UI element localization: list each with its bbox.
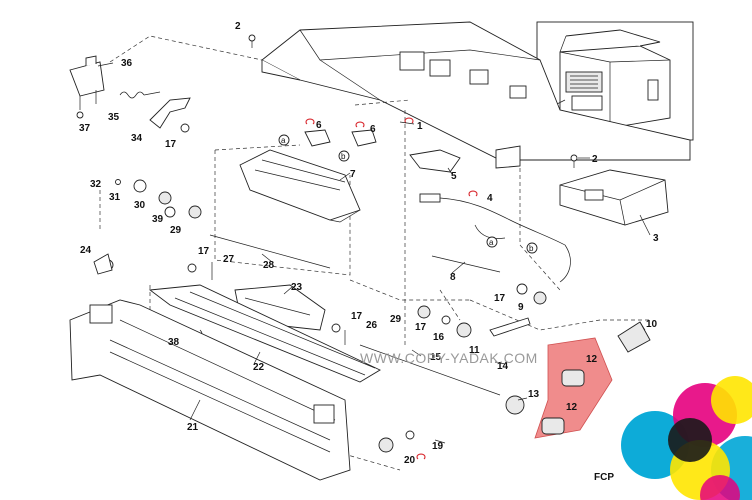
label-30: 30: [134, 200, 146, 211]
label-6-b: 6: [370, 124, 376, 135]
label-8: 8: [450, 272, 456, 283]
label-19: 19: [432, 441, 444, 452]
label-3: 3: [653, 233, 659, 244]
label-1: 1: [417, 121, 423, 132]
label-37: 37: [79, 123, 91, 134]
red-arrow-markers: [305, 117, 478, 460]
label-17-b: 17: [198, 246, 210, 257]
label-2-top: 2: [235, 21, 241, 32]
label-39: 39: [152, 214, 164, 225]
part-6-clamps: [278, 129, 377, 162]
part-21-frame: [69, 299, 351, 481]
label-10: 10: [646, 319, 658, 330]
screw-32: [115, 179, 121, 185]
label-5: 5: [451, 171, 457, 182]
label-26: 26: [366, 320, 378, 331]
leader-lines: [97, 62, 651, 444]
label-38: 38: [168, 337, 180, 348]
label-17-d: 17: [351, 311, 363, 322]
part-5-bracket: [409, 149, 461, 173]
screw-2-right: [570, 154, 578, 168]
label-17-c: 17: [494, 293, 506, 304]
label-4: 4: [487, 193, 493, 204]
label-17-e: 17: [415, 322, 427, 333]
label-20: 20: [404, 455, 416, 466]
screw-2-top: [248, 34, 256, 48]
small-rollers: [102, 179, 547, 453]
label-28: 28: [263, 260, 275, 271]
callout-a-1: a: [281, 136, 286, 145]
corner-code: FCP: [594, 472, 614, 483]
label-15: 15: [430, 352, 442, 363]
part-24-bracket: [93, 253, 113, 275]
cmyk-logo: [621, 376, 752, 500]
label-7: 7: [350, 169, 356, 180]
label-27: 27: [223, 254, 235, 265]
label-36: 36: [121, 58, 133, 69]
callout-letters: a b a b: [281, 136, 534, 253]
label-32: 32: [90, 179, 102, 190]
label-12-a: 12: [586, 354, 598, 365]
main-frame: [261, 21, 691, 169]
part-4-harness: [419, 193, 571, 283]
label-35: 35: [108, 112, 120, 123]
label-9: 9: [518, 302, 524, 313]
label-22: 22: [253, 362, 265, 373]
label-24: 24: [80, 245, 92, 256]
part-9-arm: [489, 317, 531, 337]
callout-b-1: b: [341, 152, 346, 161]
part-22-plate: [148, 284, 381, 383]
part-36-bracket: [69, 55, 105, 110]
part-7-guide: [239, 149, 361, 223]
label-31: 31: [109, 192, 121, 203]
label-29-a: 29: [170, 225, 182, 236]
part-15-shaft: [359, 344, 501, 396]
label-11: 11: [469, 345, 480, 356]
part-17-clip: [180, 123, 190, 133]
label-23: 23: [291, 282, 303, 293]
part-34-lever: [149, 97, 191, 129]
label-29-b: 29: [390, 314, 402, 325]
part-28-shaft: [209, 234, 331, 269]
part-labels: 2 36 35 37 34 17 6 6 1 2 7 5 32 31 4 30 …: [79, 21, 659, 466]
callout-a-2: a: [489, 238, 494, 247]
label-6-a: 6: [316, 120, 322, 131]
part-12-highlight: [534, 337, 613, 439]
label-16: 16: [433, 332, 445, 343]
label-14: 14: [497, 361, 509, 372]
label-21: 21: [187, 422, 199, 433]
label-13: 13: [528, 389, 540, 400]
label-2-right: 2: [592, 154, 598, 165]
callout-b-2: b: [529, 244, 534, 253]
label-12-b: 12: [566, 402, 578, 413]
watermark-text: WWW.COPY-YADAK.COM: [360, 350, 538, 366]
part-37-screw: [76, 111, 84, 119]
part-35-spring: [119, 91, 161, 99]
label-17-a: 17: [165, 139, 177, 150]
part-10-roller: [617, 321, 651, 353]
part-8-shaft: [431, 255, 501, 273]
part-3-cover: [559, 169, 669, 226]
label-34: 34: [131, 133, 143, 144]
